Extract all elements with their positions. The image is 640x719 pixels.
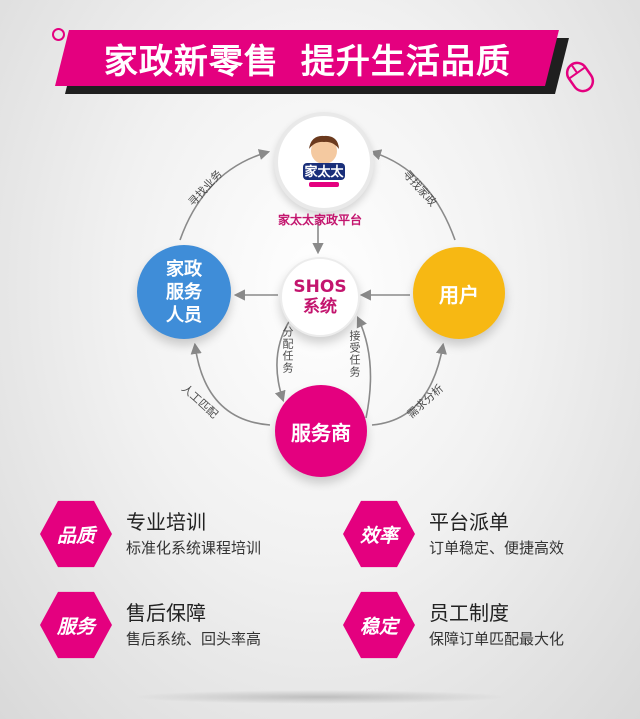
feature-desc: 标准化系统课程培训 bbox=[126, 539, 262, 557]
feature-service: 服务 售后保障 售后系统、回头率高 bbox=[40, 589, 261, 661]
feature-efficiency: 效率 平台派单 订单稳定、便捷高效 bbox=[343, 498, 564, 570]
feature-title: 专业培训 bbox=[126, 510, 206, 534]
mascot-logo-icon: 家太太 bbox=[303, 135, 345, 187]
bottom-shadow bbox=[130, 690, 510, 704]
shos-node: SHOS 系统 bbox=[280, 257, 360, 337]
arrow-provider-to-user bbox=[371, 342, 447, 426]
staff-line-3: 人员 bbox=[166, 304, 202, 326]
provider-node: 服务商 bbox=[275, 385, 367, 477]
shos-line-1: SHOS bbox=[293, 277, 347, 297]
hexagon-badge-icon: 稳定 bbox=[343, 591, 415, 659]
arrow-user-to-platform bbox=[369, 149, 456, 241]
feature-desc: 订单稳定、便捷高效 bbox=[429, 539, 565, 557]
feature-title: 平台派单 bbox=[429, 510, 509, 534]
feature-quality: 品质 专业培训 标准化系统课程培训 bbox=[40, 498, 261, 570]
arrow-provider-to-staff bbox=[190, 342, 271, 426]
decorative-ring-icon bbox=[52, 28, 65, 41]
feature-title: 售后保障 bbox=[126, 601, 206, 625]
hexagon-badge-icon: 效率 bbox=[343, 500, 415, 568]
staff-line-1: 家政 bbox=[166, 258, 202, 280]
staff-line-2: 服务 bbox=[166, 281, 202, 303]
provider-label: 服务商 bbox=[291, 420, 351, 445]
hexagon-badge-icon: 服务 bbox=[40, 591, 112, 659]
mouse-icon bbox=[565, 61, 595, 93]
arrow-provider-to-shos bbox=[356, 315, 372, 419]
staff-node: 家政 服务 人员 bbox=[137, 245, 231, 339]
mascot-logo-text: 家太太 bbox=[304, 164, 344, 180]
platform-label: 家太太家政平台 bbox=[277, 213, 362, 227]
edge-label-accept-task: 接受任务 bbox=[348, 330, 361, 378]
user-node: 用户 bbox=[413, 247, 505, 339]
arrow-staff-to-platform bbox=[179, 149, 271, 241]
feature-desc: 保障订单匹配最大化 bbox=[429, 630, 565, 648]
feature-stability: 稳定 员工制度 保障订单匹配最大化 bbox=[343, 589, 564, 661]
edge-label-assign-task: 分配任务 bbox=[281, 326, 294, 374]
feature-desc: 售后系统、回头率高 bbox=[126, 630, 262, 648]
platform-node: 家太太 bbox=[274, 112, 374, 212]
arrow-shos-to-provider bbox=[274, 319, 291, 403]
user-label: 用户 bbox=[439, 282, 479, 307]
shos-line-2: 系统 bbox=[303, 297, 337, 317]
hexagon-badge-icon: 品质 bbox=[40, 500, 112, 568]
feature-title: 员工制度 bbox=[429, 601, 509, 625]
